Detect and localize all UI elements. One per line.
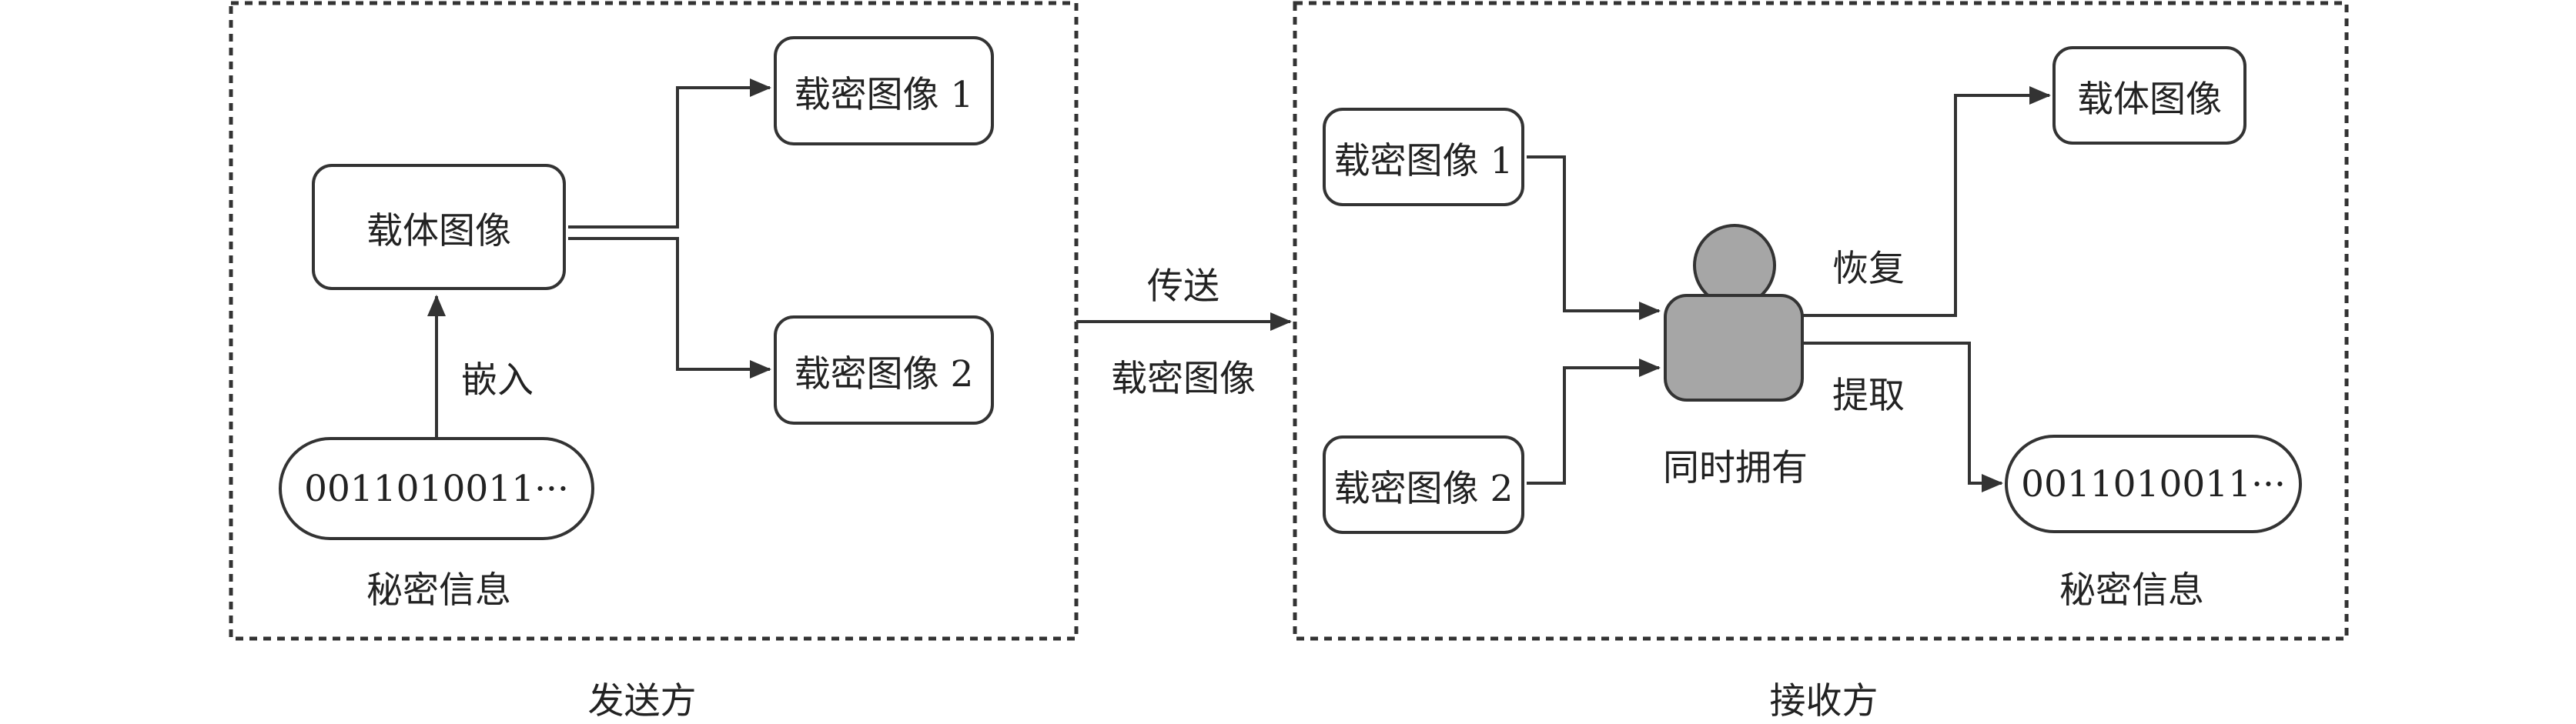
sender-cover-image-node: 载体图像 [312, 164, 566, 290]
sender-stego-image-2-node: 载密图像 2 [774, 315, 994, 425]
holder-label: 同时拥有 [1663, 447, 1808, 489]
sender-secret-info-label: 秘密信息 [366, 569, 511, 612]
receiver-stego-image-1-label: 载密图像 1 [1333, 139, 1514, 182]
merge-connector [1527, 155, 1661, 485]
receiver-stego-image-2-node: 载密图像 2 [1323, 435, 1524, 534]
embed-label: 嵌入 [461, 359, 534, 402]
transfer-label-top: 传送 [1147, 265, 1219, 308]
split-connector [568, 78, 771, 379]
sender-stego-image-2-label: 载密图像 2 [794, 352, 974, 395]
receiver-stego-image-2-label: 载密图像 2 [1333, 467, 1514, 510]
extract-label: 提取 [1832, 375, 1905, 417]
receiver-cover-image-label: 载体图像 [2077, 78, 2222, 121]
sender-frame [229, 1, 1079, 641]
receiver-stego-image-1-node: 载密图像 1 [1323, 108, 1524, 206]
receiver-secret-info-label: 秘密信息 [2059, 569, 2204, 612]
receiver-secret-bits-label: 0011010011··· [2021, 462, 2286, 505]
sender-secret-bits-label: 0011010011··· [304, 467, 569, 510]
sender-caption: 发送方 [587, 680, 697, 722]
transfer-label-bottom: 载密图像 [1111, 358, 1256, 400]
recover-label: 恢复 [1832, 248, 1905, 290]
sender-stego-image-1-label: 载密图像 1 [794, 73, 974, 116]
output-connector [1800, 86, 2051, 492]
sender-secret-bits-node: 0011010011··· [279, 437, 594, 540]
receiver-cover-image-node: 载体图像 [2052, 46, 2246, 145]
receiver-secret-bits-node: 0011010011··· [2005, 435, 2302, 533]
receiver-caption: 接收方 [1769, 680, 1878, 722]
sender-stego-image-1-node: 载密图像 1 [774, 36, 994, 145]
sender-cover-image-label: 载体图像 [366, 209, 511, 252]
person-icon [1664, 224, 1804, 402]
